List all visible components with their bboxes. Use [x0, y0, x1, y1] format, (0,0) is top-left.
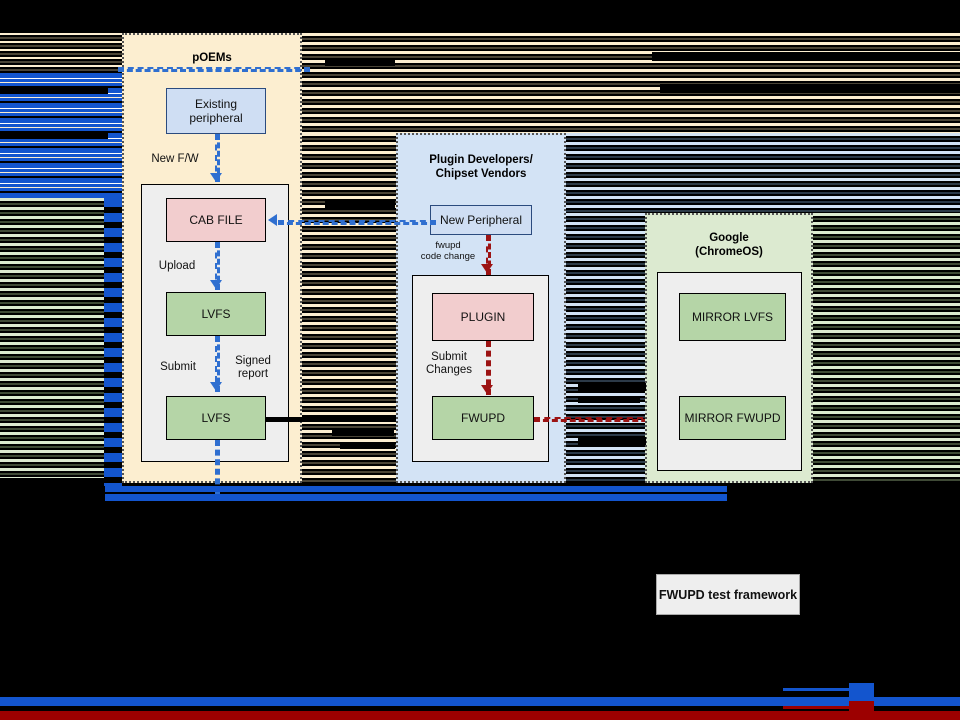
edge-label-signed-report-line1: Signed	[235, 355, 271, 367]
node-new-peripheral[interactable]: New Peripheral	[430, 205, 532, 235]
edge-newperipheral-to-cab-line	[278, 220, 436, 225]
node-existing-peripheral-label-line1: Existing	[194, 97, 238, 111]
edge-submit-arrowhead	[210, 382, 222, 391]
node-mirror-lvfs[interactable]: MIRROR LVFS	[679, 293, 786, 341]
lane-plugin-title-line2: Chipset Vendors	[435, 168, 527, 180]
redaction-bar-4	[325, 201, 395, 209]
node-cab-file[interactable]: CAB FILE	[166, 198, 266, 242]
edge-upload-arrowhead	[210, 280, 222, 289]
node-fwupd-test-framework-label: FWUPD test framework	[658, 587, 798, 602]
node-lvfs-upper[interactable]: LVFS	[166, 292, 266, 336]
edge-label-submit-changes-line2: Changes	[425, 364, 473, 376]
redaction-bar-1	[652, 52, 960, 61]
render-artifact-band-tan	[302, 33, 960, 133]
render-artifact-band-leftgreen	[0, 198, 104, 478]
node-lvfs-lower-label: LVFS	[201, 411, 231, 425]
edge-poems-bottom-line	[215, 440, 220, 494]
redaction-bar-9	[340, 442, 395, 449]
render-artifact-strip-leftblue2	[104, 198, 122, 486]
redaction-bar-7	[578, 437, 646, 445]
node-lvfs-lower[interactable]: LVFS	[166, 396, 266, 440]
lane-plugin-title-line1: Plugin Developers/	[429, 154, 533, 166]
node-existing-peripheral[interactable]: Existing peripheral	[166, 88, 266, 134]
node-mirror-lvfs-label: MIRROR LVFS	[691, 310, 774, 324]
edge-newperipheral-to-cab-arrowhead	[268, 214, 277, 226]
edge-label-submit-changes-line1: Submit	[431, 351, 467, 363]
lane-plugin-title: Plugin Developers/ Chipset Vendors	[398, 153, 564, 181]
node-fwupd-label: FWUPD	[461, 411, 505, 425]
node-plugin-label: PLUGIN	[460, 310, 506, 324]
lane-poems-title: pOEMs	[192, 52, 232, 64]
edge-label-signed-report: Signed report	[222, 355, 284, 381]
edge-newfw-arrowhead	[210, 173, 222, 182]
render-artifact-band-green	[812, 213, 960, 483]
edge-label-signed-report-line2: report	[237, 368, 269, 380]
edge-label-new-fw: New F/W	[151, 153, 199, 165]
lane-google-title: Google (ChromeOS)	[647, 231, 811, 259]
edge-fwupd-code-change-line	[486, 235, 491, 275]
edge-label-fwupd-code-change-line1: fwupd	[435, 240, 461, 251]
artifact-legend-blue-1	[783, 688, 869, 691]
node-fwupd-test-framework[interactable]: FWUPD test framework	[656, 574, 800, 615]
artifact-bottom-blue-bar-2	[105, 494, 727, 501]
render-artifact-band-blue	[565, 133, 960, 213]
node-lvfs-upper-label: LVFS	[201, 307, 231, 321]
redaction-bar-10	[0, 88, 108, 94]
edge-fwupd-code-change-arrowhead	[481, 264, 493, 273]
node-cab-file-label: CAB FILE	[189, 213, 243, 227]
redaction-bar-3	[325, 60, 395, 66]
poems-divider-dashed-line	[118, 67, 310, 72]
redaction-bar-11	[0, 133, 108, 139]
artifact-legend-blue-3	[0, 697, 960, 706]
artifact-bottom-blue-bar	[105, 486, 727, 492]
redaction-bar-2	[660, 84, 960, 93]
edge-label-upload: Upload	[158, 260, 196, 272]
edge-label-submit: Submit	[160, 361, 196, 373]
artifact-legend-blue-2	[849, 683, 874, 701]
edge-label-fwupd-code-change-line2: code change	[420, 251, 476, 262]
lane-google-title-line2: (ChromeOS)	[695, 246, 763, 258]
node-mirror-fwupd[interactable]: MIRROR FWUPD	[679, 396, 786, 440]
edge-label-fwupd-code-change: fwupd code change	[412, 240, 484, 262]
lane-google-title-line1: Google	[709, 232, 749, 244]
redaction-bar-6	[578, 396, 640, 403]
edge-label-submit-changes: Submit Changes	[416, 351, 482, 377]
redaction-bar-8	[332, 428, 394, 436]
node-fwupd[interactable]: FWUPD	[432, 396, 534, 440]
artifact-legend-red-1	[783, 706, 869, 709]
artifact-legend-red-3	[0, 711, 960, 720]
edge-submit-changes-arrowhead	[481, 385, 493, 394]
node-plugin[interactable]: PLUGIN	[432, 293, 534, 341]
render-artifact-band-topleft	[0, 33, 122, 73]
node-new-peripheral-label: New Peripheral	[439, 213, 523, 227]
node-mirror-fwupd-label: MIRROR FWUPD	[684, 411, 781, 425]
redaction-bar-5	[578, 383, 646, 391]
node-existing-peripheral-label-line2: peripheral	[189, 111, 243, 125]
